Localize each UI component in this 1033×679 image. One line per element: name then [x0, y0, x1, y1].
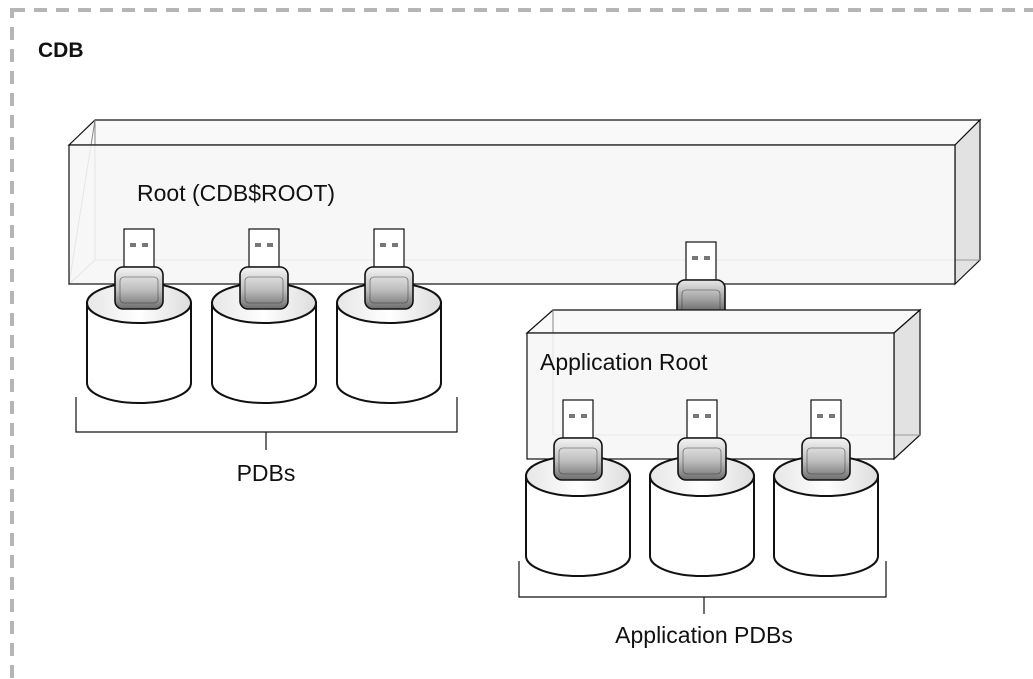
- plug-icon: [239, 228, 289, 310]
- plug-icon: [801, 399, 851, 481]
- application-pdb-group: [525, 399, 879, 577]
- pdb-3: [336, 228, 442, 404]
- approot-box-side: [893, 308, 921, 461]
- application-pdbs-bracket: [518, 561, 887, 614]
- application-root-label: Application Root: [540, 349, 708, 375]
- plug-icon: [677, 399, 727, 481]
- application-pdb-1: [525, 399, 631, 577]
- pdb-group: [86, 228, 442, 404]
- pdb-cylinder: [86, 282, 192, 404]
- plug-icon: [114, 228, 164, 310]
- approot-box-top: [525, 309, 922, 334]
- pdb-1: [86, 228, 192, 404]
- plug-icon: [553, 399, 603, 481]
- pdbs-label: PDBs: [237, 460, 296, 486]
- application-pdbs-label: Application PDBs: [615, 622, 793, 648]
- root-box-front: [68, 144, 956, 285]
- plug-icon: [364, 228, 414, 310]
- application-pdb-2: [649, 399, 755, 577]
- root-container: Root (CDB$ROOT): [67, 118, 982, 286]
- application-pdb-3: [773, 399, 879, 577]
- pdbs-bracket: [75, 397, 458, 450]
- pdb-cylinder: [211, 282, 317, 404]
- root-box-top: [67, 119, 982, 146]
- cdb-title: CDB: [38, 39, 84, 62]
- pdb-2: [211, 228, 317, 404]
- root-box-side: [954, 118, 981, 286]
- root-label: Root (CDB$ROOT): [137, 180, 335, 206]
